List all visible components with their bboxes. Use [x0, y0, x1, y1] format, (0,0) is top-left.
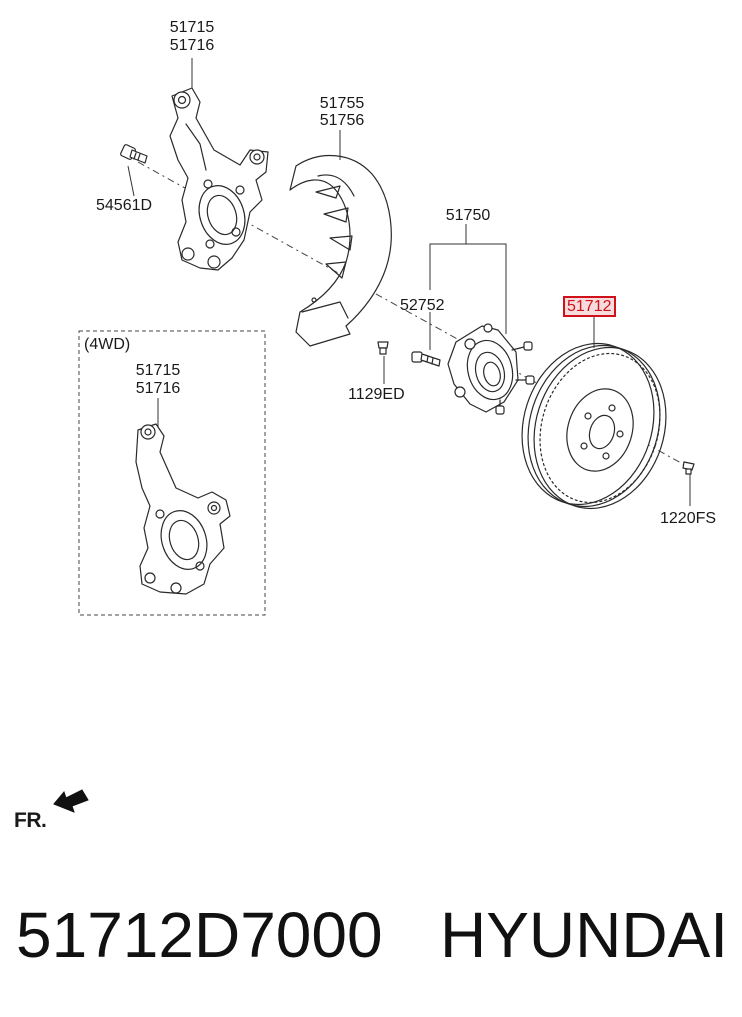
brake-disc[interactable]: [502, 326, 686, 526]
callout-dust-cover-1[interactable]: 51755: [319, 95, 365, 112]
callout-4wd-knuckle-1[interactable]: 51715: [135, 362, 181, 379]
callout-brake-disc-highlighted[interactable]: 51712: [563, 296, 616, 317]
hub-bolt[interactable]: [411, 351, 441, 367]
callout-hub-bolt[interactable]: 52752: [400, 297, 445, 314]
callout-knuckle-a-1[interactable]: 51715: [169, 19, 215, 36]
4wd-variant-box: [78, 330, 266, 616]
steering-knuckle[interactable]: [169, 87, 269, 271]
knuckle-bolt-leader: [127, 165, 135, 197]
callout-dust-cover-2[interactable]: 51756: [319, 112, 365, 129]
callout-4wd-knuckle-2[interactable]: 51716: [135, 380, 181, 397]
callout-disc-screw[interactable]: 1220FS: [660, 510, 717, 527]
front-marker-label: FR.: [14, 809, 47, 832]
footer-part-number: 51712D7000: [16, 899, 383, 971]
knuckle-bolt[interactable]: [120, 144, 148, 164]
hub-assembly-bracket: [429, 243, 507, 334]
front-direction-arrow-icon: [53, 789, 89, 813]
dust-cover-screw[interactable]: [377, 341, 389, 355]
footer-brand: HYUNDAI: [440, 899, 729, 971]
callout-hub-assembly[interactable]: 51750: [445, 207, 491, 224]
4wd-steering-knuckle[interactable]: [135, 423, 231, 595]
callout-knuckle-bolt[interactable]: 54561D: [96, 197, 153, 214]
callout-dust-cover-screw[interactable]: 1129ED: [348, 386, 405, 403]
callout-knuckle-a-2[interactable]: 51716: [169, 37, 215, 54]
dust-cover[interactable]: [289, 154, 392, 347]
disc-screw[interactable]: [682, 461, 695, 475]
hub-bearing-assembly[interactable]: [447, 323, 535, 415]
4wd-variant-label: (4WD): [84, 336, 131, 353]
